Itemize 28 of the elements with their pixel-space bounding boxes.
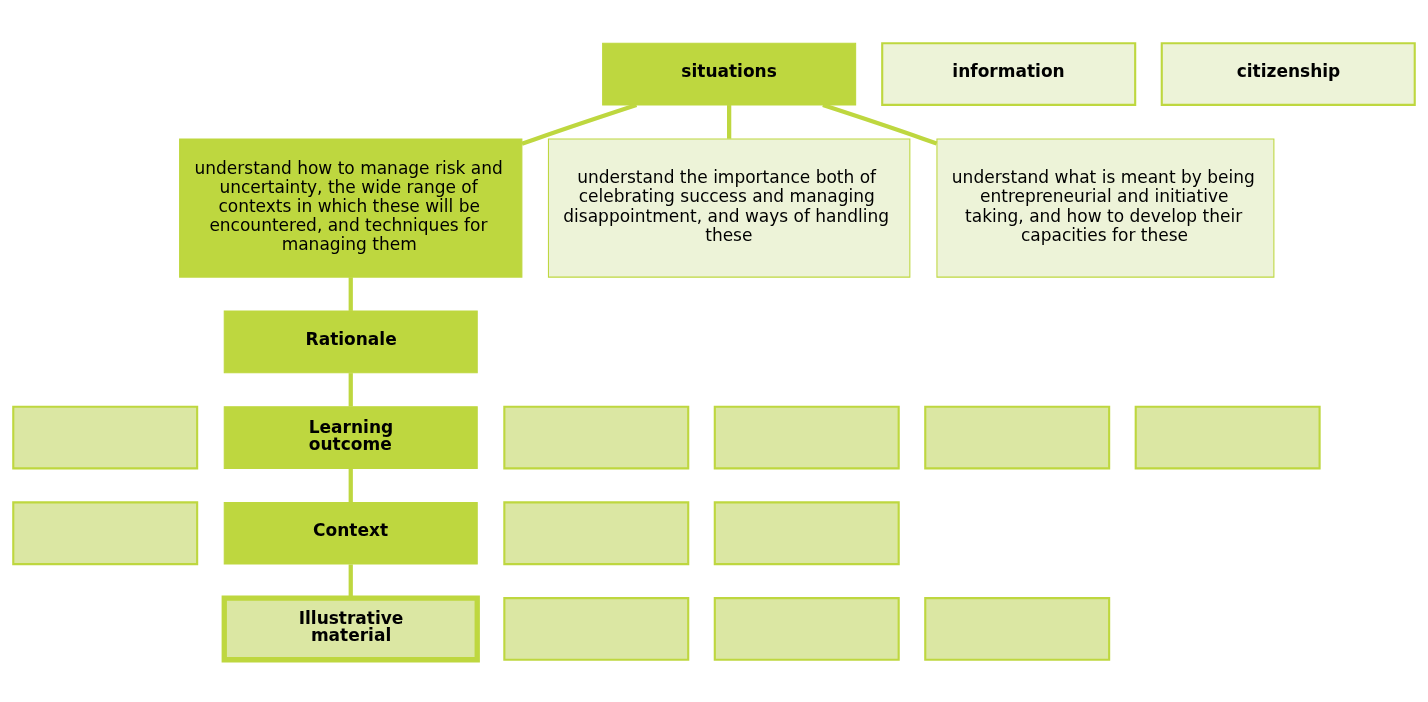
node-box: understand the importance both of celebrating success and managing disappointment, and ways of handling these — [547, 137, 911, 278]
node-box: situations — [602, 42, 857, 105]
connector — [348, 372, 353, 406]
node-box — [503, 500, 690, 565]
node-box — [924, 596, 1111, 661]
node-box — [1134, 405, 1321, 469]
node-box — [713, 405, 900, 469]
node-box: Rationale — [223, 310, 478, 373]
connector — [727, 104, 732, 139]
node-box: citizenship — [1160, 41, 1416, 106]
node-box: understand what is meant by being entrepreneurial and initiative taking, and how to develop their capacities for these — [936, 137, 1275, 278]
node-box — [503, 405, 690, 469]
connector — [822, 102, 938, 146]
node-box — [713, 500, 900, 565]
node-box: Context — [223, 501, 478, 565]
node-box — [12, 405, 199, 469]
node-box: understand how to manage risk and uncertainty, the wide range of contexts in which these will be encountered, and techniques for managing them — [179, 137, 523, 278]
node-box: Learning outcome — [223, 405, 478, 469]
connector — [348, 563, 353, 598]
node-box: Illustrative material — [221, 594, 480, 662]
connector — [348, 276, 353, 311]
node-box — [924, 405, 1111, 469]
connector — [348, 468, 353, 502]
node-box: information — [881, 41, 1137, 106]
connector — [521, 102, 638, 146]
node-box — [12, 500, 199, 565]
node-box — [503, 596, 690, 661]
node-box — [713, 596, 900, 661]
